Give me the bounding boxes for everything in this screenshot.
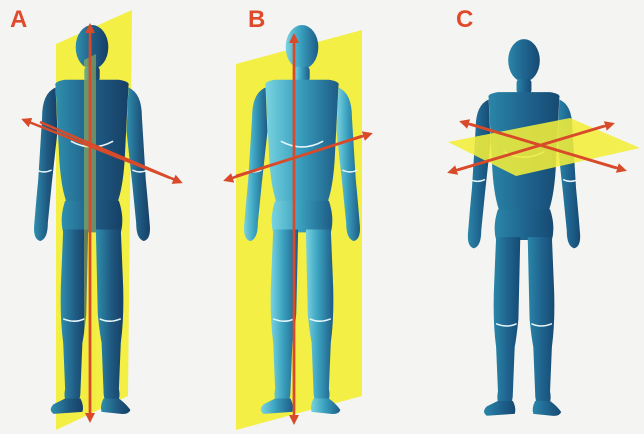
panel-label-a: A — [10, 6, 27, 34]
panel-label-b: B — [248, 6, 265, 34]
human-figure-c — [468, 39, 580, 416]
panel-b — [226, 25, 370, 430]
panel-a — [24, 10, 180, 430]
panel-c — [448, 39, 640, 416]
panel-label-c: C — [456, 6, 473, 34]
